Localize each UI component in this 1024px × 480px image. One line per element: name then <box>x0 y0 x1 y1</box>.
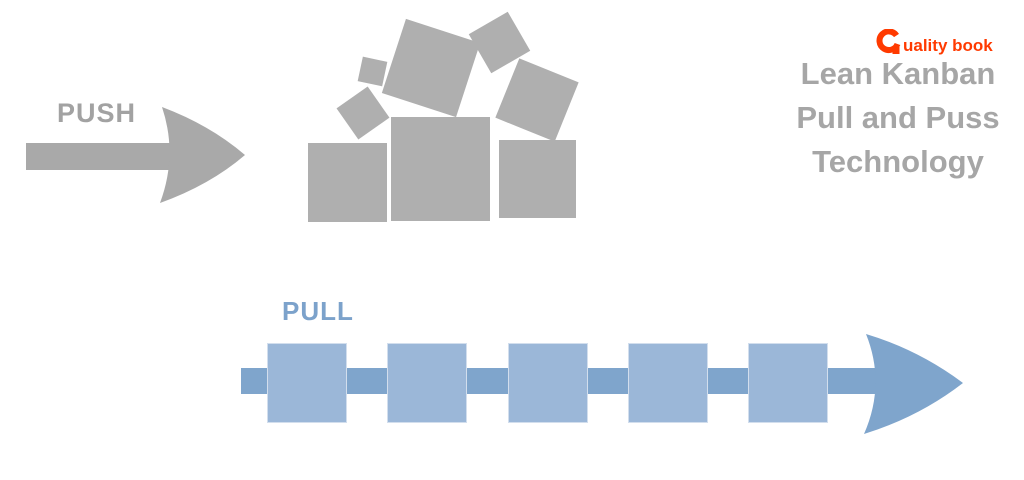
inventory-box <box>308 143 387 222</box>
slide-title: Lean Kanban Pull and Puss Technology <box>770 52 1024 184</box>
inventory-box <box>499 140 576 218</box>
pull-arrow-icon <box>241 334 963 434</box>
inventory-box <box>336 86 390 140</box>
push-label: PUSH <box>57 98 137 128</box>
kanban-square <box>387 343 467 423</box>
pull-label: PULL <box>282 296 354 326</box>
title-line: Lean Kanban <box>800 56 996 91</box>
kanban-square <box>508 343 588 423</box>
quality-book-logo-icon <box>876 29 901 54</box>
kanban-square <box>267 343 347 423</box>
title-line: Technology <box>812 144 984 179</box>
inventory-box <box>495 58 579 142</box>
kanban-square <box>748 343 828 423</box>
push-arrow-icon <box>26 107 245 203</box>
title-line: Pull and Puss <box>796 100 1000 135</box>
pull-arrow-head <box>864 334 963 434</box>
push-arrow-head <box>160 107 245 203</box>
kanban-square <box>628 343 708 423</box>
inventory-box <box>381 18 481 118</box>
brand-logo: uality book <box>874 29 993 59</box>
inventory-box <box>357 56 388 87</box>
brand-name: uality book <box>903 36 993 55</box>
inventory-box <box>391 117 490 221</box>
push-arrow-shaft <box>26 143 176 170</box>
